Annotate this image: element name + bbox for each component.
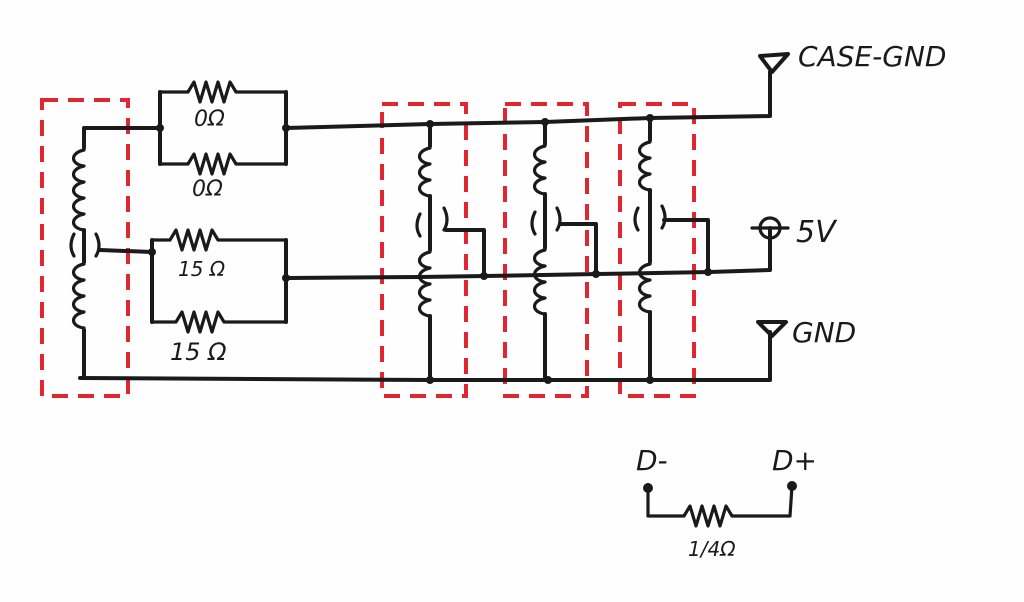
r-top2-label: 0Ω [192, 177, 223, 202]
resistor-pair-0ohm [156, 80, 290, 176]
case-gnd-label: CASE-GND [798, 40, 946, 73]
transformer-3 [530, 118, 600, 384]
transformer-4 [633, 114, 712, 384]
d-plus-label: D+ [772, 444, 817, 477]
r-data-label: 1/4Ω [688, 537, 736, 561]
v5-label: 5V [796, 215, 838, 250]
resistor-pair-15ohm [148, 228, 290, 334]
d-minus-label: D- [636, 444, 668, 477]
gnd-rail [78, 320, 788, 382]
r-mid2-label: 15 Ω [170, 338, 227, 366]
r-mid1-label: 15 Ω [178, 257, 226, 281]
transformer-box-1 [40, 98, 130, 398]
data-resistor [643, 481, 797, 528]
transformer-2 [415, 120, 488, 384]
left-transformer [69, 126, 162, 380]
r-top1-label: 0Ω [194, 107, 225, 132]
gnd-label: GND [792, 316, 856, 349]
transformer-box-2 [380, 102, 468, 398]
transformer-box-3 [503, 102, 589, 398]
case-gnd-rail [284, 52, 790, 130]
transformer-box-4 [618, 102, 696, 398]
